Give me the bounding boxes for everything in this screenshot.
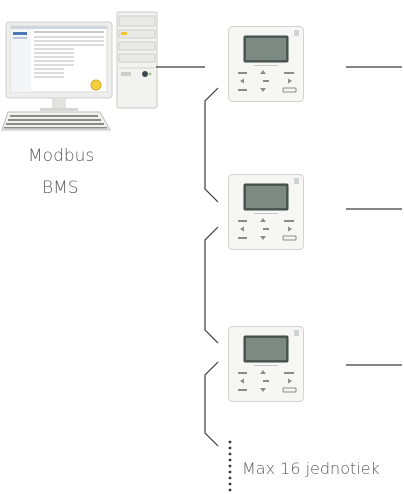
max-units-label: Max 16 jednotiek — [242, 459, 380, 478]
continuation-dots — [228, 440, 232, 492]
tower-unit — [116, 11, 158, 109]
wire-c1-c2 — [204, 87, 219, 203]
keyboard — [1, 111, 111, 131]
wire-c2-c3 — [204, 226, 219, 344]
bms-label-line2: BMS — [42, 178, 79, 198]
bms-label-line1: Modbus — [28, 146, 95, 166]
bms-computer — [0, 8, 165, 138]
wired-controller-2 — [228, 174, 304, 250]
monitor — [5, 21, 113, 111]
wire-c3-down — [204, 361, 219, 447]
wired-controller-1 — [228, 26, 304, 102]
wired-controller-3 — [228, 326, 304, 402]
